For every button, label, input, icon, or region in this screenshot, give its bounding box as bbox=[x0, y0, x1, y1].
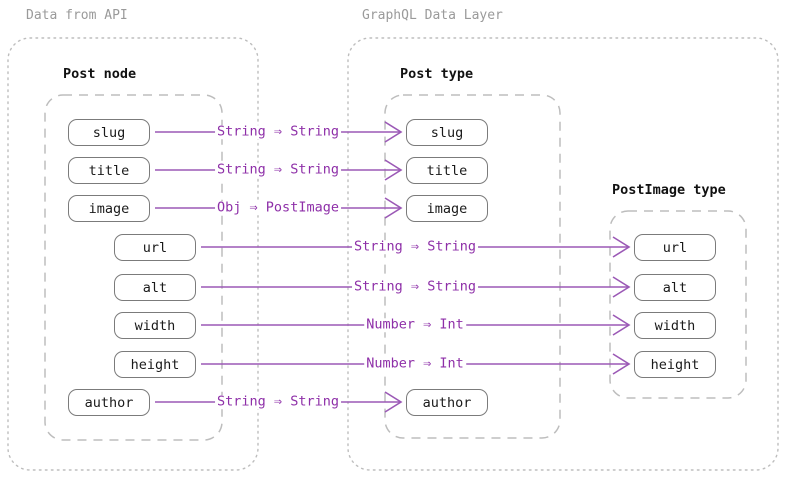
edge-arrowhead-height bbox=[612, 353, 631, 375]
mapping-label-alt: String ⇒ String bbox=[352, 278, 478, 295]
group-outlines bbox=[44, 94, 747, 441]
mapping-label-author: String ⇒ String bbox=[215, 393, 341, 410]
target-field-slug[interactable]: slug bbox=[406, 119, 488, 146]
target-field-title[interactable]: title bbox=[406, 157, 488, 184]
source-field-image[interactable]: image bbox=[68, 195, 150, 222]
edge-arrowhead-url bbox=[612, 236, 631, 258]
source-field-alt[interactable]: alt bbox=[114, 274, 196, 301]
target-field-width[interactable]: width bbox=[634, 312, 716, 339]
target-field-author[interactable]: author bbox=[406, 389, 488, 416]
mapping-label-slug: String ⇒ String bbox=[215, 123, 341, 140]
edge-arrowhead-alt bbox=[612, 276, 631, 298]
mapping-label-title: String ⇒ String bbox=[215, 161, 341, 178]
mapping-label-url: String ⇒ String bbox=[352, 238, 478, 255]
group-title-postimage-type: PostImage type bbox=[612, 182, 726, 198]
source-field-author[interactable]: author bbox=[68, 389, 150, 416]
target-field-image[interactable]: image bbox=[406, 195, 488, 222]
source-field-height[interactable]: height bbox=[114, 351, 196, 378]
mapping-label-width: Number ⇒ Int bbox=[364, 316, 466, 333]
edge-arrowhead-author bbox=[384, 391, 403, 413]
mapping-label-height: Number ⇒ Int bbox=[364, 355, 466, 372]
group-outline-post-type bbox=[384, 94, 561, 439]
zone-label-graphql: GraphQL Data Layer bbox=[362, 8, 503, 23]
group-title-post-type: Post type bbox=[400, 66, 474, 82]
group-title-post-node: Post node bbox=[63, 66, 137, 82]
source-field-width[interactable]: width bbox=[114, 312, 196, 339]
edge-arrowhead-slug bbox=[384, 121, 403, 143]
edge-arrowhead-image bbox=[384, 197, 403, 219]
mapping-label-image: Obj ⇒ PostImage bbox=[215, 199, 341, 216]
edge-arrowhead-width bbox=[612, 314, 631, 336]
target-field-alt[interactable]: alt bbox=[634, 274, 716, 301]
source-field-title[interactable]: title bbox=[68, 157, 150, 184]
target-field-url[interactable]: url bbox=[634, 234, 716, 261]
source-field-url[interactable]: url bbox=[114, 234, 196, 261]
target-field-height[interactable]: height bbox=[634, 351, 716, 378]
zone-label-api: Data from API bbox=[26, 8, 128, 23]
edge-arrowhead-title bbox=[384, 159, 403, 181]
source-field-slug[interactable]: slug bbox=[68, 119, 150, 146]
